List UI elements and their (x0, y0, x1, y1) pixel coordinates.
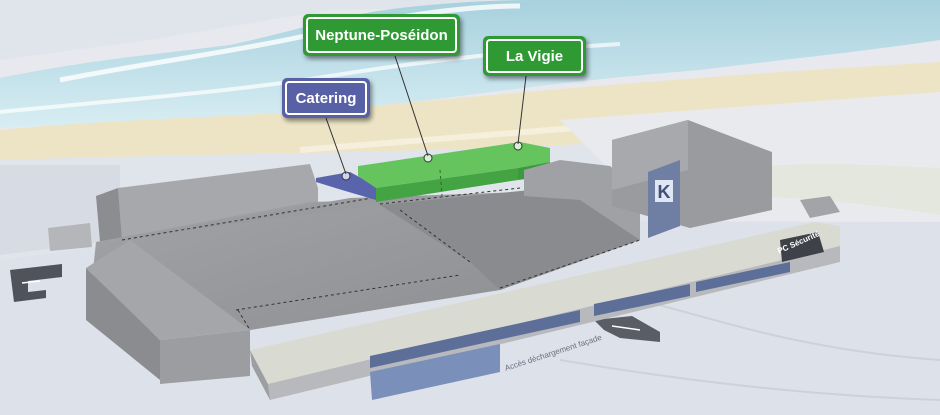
la-vigie-callout[interactable]: La Vigie (483, 36, 586, 76)
road-line (559, 359, 940, 401)
neptune-poseidon-callout[interactable]: Neptune-Poséidon (303, 14, 460, 56)
catering-callout[interactable]: Catering (282, 78, 370, 118)
division-line (121, 197, 373, 241)
la-vigie-label: La Vigie (486, 39, 583, 73)
division-line (235, 274, 461, 311)
gallery-windows (370, 310, 580, 368)
pc-securite-tag[interactable] (780, 232, 824, 262)
vigie-leader (517, 75, 527, 145)
neptune-marker (423, 153, 433, 163)
catering-label: Catering (285, 81, 367, 115)
zone-neptune[interactable] (376, 168, 518, 202)
division-line (439, 169, 443, 197)
hall-front-roof (86, 240, 250, 340)
access-arrow-line (21, 280, 41, 284)
gallery-windows (696, 262, 790, 292)
neptune-leader (394, 55, 429, 157)
gallery-windows (594, 284, 690, 316)
zone-roof-green (358, 142, 550, 188)
corner-building (800, 196, 840, 218)
parking-sign (655, 180, 673, 202)
catering-marker (341, 171, 351, 181)
access-arrow-line (611, 325, 641, 331)
division-line (499, 239, 641, 289)
neptune-poseidon-label: Neptune-Poséidon (306, 17, 457, 53)
parking-icon: K (658, 182, 671, 202)
hall-front-face (160, 330, 250, 384)
catering-leader (325, 117, 347, 175)
gallery-end (250, 350, 270, 400)
hall-right-roof (524, 160, 640, 240)
hall-center-slope (380, 190, 640, 290)
hall-front-side (86, 268, 160, 380)
gallery-glass (370, 344, 500, 400)
division-line (237, 309, 251, 331)
sea (0, 0, 940, 128)
access-arrow-bottom (594, 316, 660, 342)
hall-left-side (96, 188, 122, 242)
gallery-roof (250, 222, 840, 384)
access-arrow-left (10, 264, 62, 302)
green-patch (720, 164, 940, 215)
division-line (399, 209, 471, 263)
zone-catering[interactable] (316, 172, 376, 200)
road-line (639, 299, 940, 361)
building-small-left (48, 223, 92, 251)
